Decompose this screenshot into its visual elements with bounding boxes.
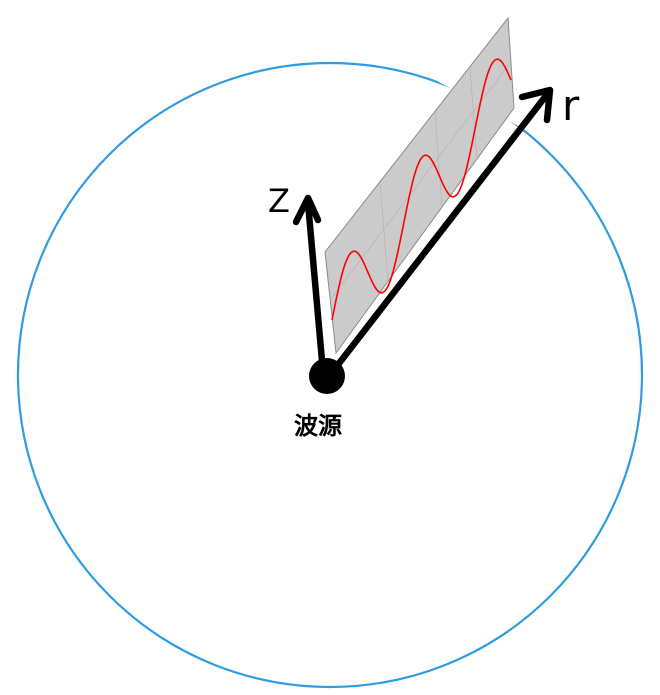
z-axis-arrow (292, 194, 327, 376)
z-axis-label: Z (268, 182, 290, 220)
wave-source-label: 波源 (294, 412, 342, 440)
wave-source-dot (309, 358, 345, 394)
wave-plane (324, 16, 515, 355)
wavefront-circle (16, 61, 644, 689)
r-axis-arrow (326, 86, 554, 379)
wave-curve (331, 58, 512, 321)
r-axis-label: r (562, 81, 580, 130)
